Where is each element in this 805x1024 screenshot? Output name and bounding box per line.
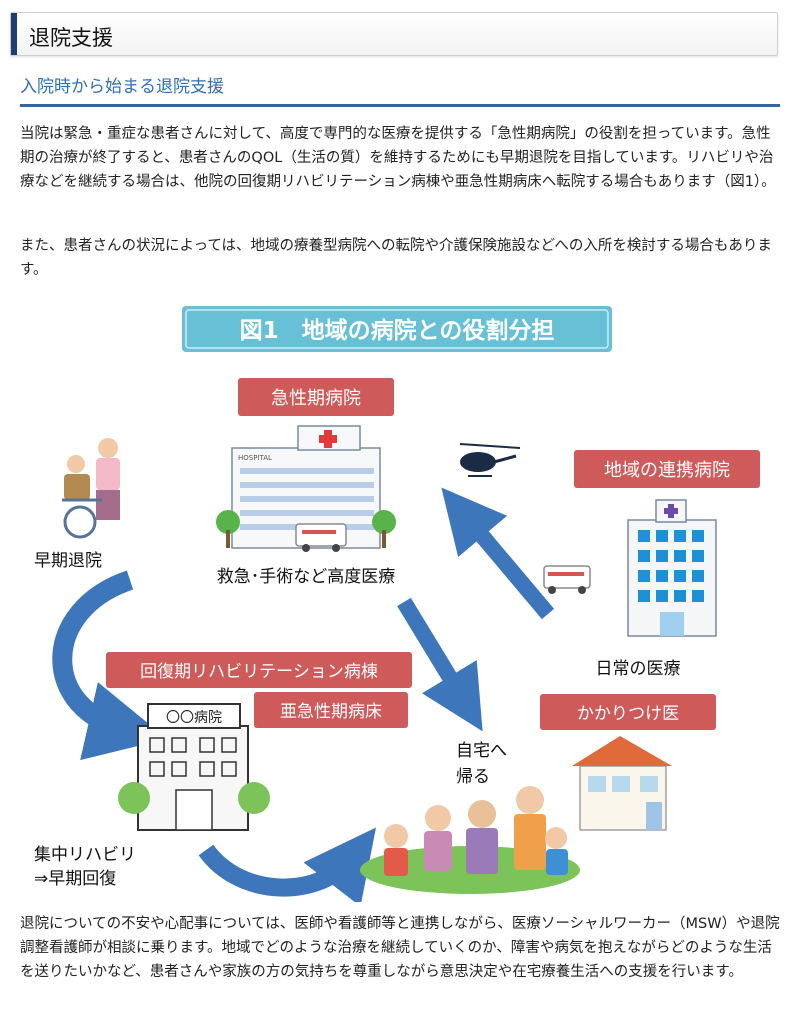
arrow-rehab-to-home-icon [198,827,377,902]
intro-paragraph: 当院は緊急・重症な患者さんに対して、高度で専門的な医療を提供する「急性期病院」の… [20,126,776,190]
figure-title: 図1 地域の病院との役割分担 [240,317,555,344]
regional-hospital-caption: 日常の医療 [596,659,681,679]
acute-hospital-label-box [238,378,394,416]
family-doctor-label: かかりつけ医 [577,704,679,724]
subacute-label-box [254,692,408,728]
section-title-box: 退院支援 [10,12,778,56]
regional-hospital-building-icon [627,499,717,637]
rehab-ward-label: 回復期リハビリテーション病棟 [140,662,378,682]
acute-hospital-label: 急性期病院 [271,388,361,409]
sub-heading-underline [20,104,780,107]
hospital-sign: HOSPITAL [238,454,272,462]
ambulance-icon [295,523,347,552]
acute-hospital-building-icon: HOSPITAL [216,425,396,552]
wheelchair-patient-icon [62,438,120,539]
page-title: 退院支援 [29,26,113,50]
helicopter-icon [459,443,521,477]
family-doctor-label-box [540,694,716,730]
ambulance-small-icon [543,565,591,594]
family-group-icon [360,786,580,894]
intensive-rehab-label: 集中リハビリ [34,845,136,865]
local-hospital-building-icon: 〇〇病院 [118,703,270,831]
home-label-line1: 自宅へ [456,741,507,761]
clinic-building-icon [572,736,672,831]
title-accent-bar [11,13,17,55]
rehab-ward-label-box [106,652,412,688]
regional-hospital-label: 地域の連携病院 [604,460,730,481]
sub-heading: 入院時から始まる退院支援 [20,77,224,97]
early-discharge-label: 早期退院 [34,551,102,571]
early-recovery-label: ⇒早期回復 [34,869,116,889]
arrow-to-home-icon [397,597,483,732]
regional-hospital-label-box [574,450,760,488]
figure-role-sharing: 図1 地域の病院との役割分担 急性期病院 HOSPITAL 救急･手術など高度医… [34,306,760,902]
subacute-label: 亜急性期病床 [280,702,382,722]
local-hospital-sign: 〇〇病院 [166,710,222,726]
arrow-early-discharge-icon [52,570,167,761]
arrow-to-helicopter-icon [441,487,555,620]
figure-title-banner [182,306,612,352]
acute-hospital-caption: 救急･手術など高度医療 [217,567,396,587]
support-paragraph: 退院についての不安や心配事については、医師や看護師等と連携しながら、医療ソーシャ… [20,916,780,980]
second-paragraph: また、患者さんの状況によっては、地域の療養型病院への転院や介護保険施設などへの入… [20,238,772,278]
home-label-line2: 帰る [456,767,490,787]
